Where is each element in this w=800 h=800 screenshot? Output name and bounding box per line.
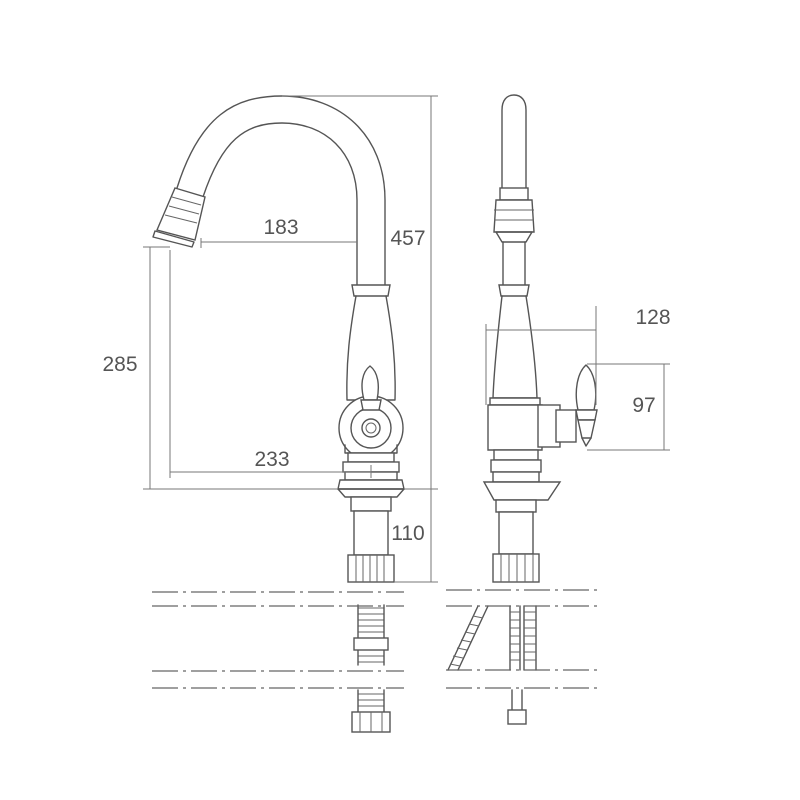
dimensions: 183 457 285 233 110 xyxy=(102,95,671,583)
side-spray-head xyxy=(493,187,535,243)
front-hoses xyxy=(351,604,391,733)
dim-spout-reach-label: 183 xyxy=(263,216,298,239)
dim-body-to-spout-label: 233 xyxy=(254,448,289,471)
dim-side-depth: 128 xyxy=(485,306,671,405)
dim-below-deck-label: 110 xyxy=(391,522,424,545)
front-spray-head xyxy=(152,187,206,248)
front-shank xyxy=(347,496,395,583)
dim-spout-clearance-label: 285 xyxy=(102,353,137,376)
side-base xyxy=(482,449,562,501)
dim-handle-height: 97 xyxy=(587,363,670,451)
side-spout xyxy=(501,94,527,191)
side-hoses xyxy=(447,605,537,725)
side-body xyxy=(487,397,577,451)
side-shank xyxy=(492,499,540,583)
front-view xyxy=(152,95,405,733)
front-lever-handle xyxy=(360,365,382,411)
side-view xyxy=(447,94,598,725)
dim-spout-clearance: 285 xyxy=(102,246,338,490)
break-lines xyxy=(152,589,598,689)
dim-body-to-spout: 233 xyxy=(169,250,372,478)
dim-spout-reach: 183 xyxy=(200,216,357,248)
dim-handle-height-label: 97 xyxy=(632,394,655,417)
side-lever-handle xyxy=(575,364,598,447)
side-neck xyxy=(492,241,538,399)
front-spout xyxy=(176,95,386,286)
dim-total-height-label: 457 xyxy=(390,227,425,250)
dim-below-deck: 110 xyxy=(391,489,438,583)
dim-total-height: 457 xyxy=(282,95,438,490)
dim-side-depth-label: 128 xyxy=(635,306,670,329)
